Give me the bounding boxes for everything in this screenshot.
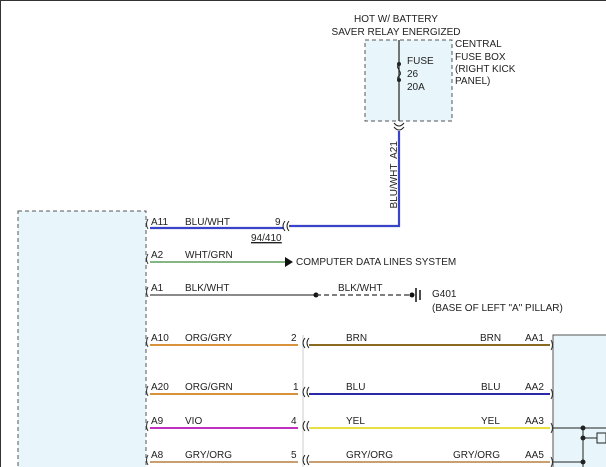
connector-a11-ref: 94/410 — [251, 233, 282, 244]
fuse-box-name-line1: CENTRAL — [455, 39, 502, 50]
wire-a8-right-label-left: GRY/ORG — [346, 450, 393, 461]
pin-a2-label: A2 — [151, 250, 164, 261]
wire-a1-continued-label: BLK/WHT — [338, 283, 382, 294]
fuse-box-group: HOT W/ BATTERY SAVER RELAY ENERGIZED FUS… — [332, 14, 516, 209]
connector-a20-chevron — [302, 386, 310, 398]
pin-a11-label: A11 — [151, 217, 168, 228]
pin-bracket-a1 — [146, 286, 149, 298]
harness-circuits: A10 ORG/GRY 2 BRN BRN AA1 A20 ORG/GRN 1 … — [150, 333, 550, 466]
ground-id: G401 — [432, 289, 457, 300]
pin-a1-label: A1 — [151, 283, 164, 294]
end-pin-aa1: AA1 — [525, 333, 544, 344]
blu-wht-feed-wire — [289, 131, 401, 228]
pin-bracket-a2 — [146, 253, 149, 265]
connector-a8-chevron — [302, 454, 310, 466]
pin-bracket-a10 — [146, 336, 149, 348]
wire-a20-label: ORG/GRN — [185, 382, 233, 393]
fuse-rating: 20A — [407, 82, 425, 93]
arrow-right-icon — [285, 257, 293, 267]
connector-a11-chevron — [282, 220, 290, 232]
connector-a9-chevron — [302, 420, 310, 432]
fuse-symbol — [397, 63, 401, 81]
fuse-output-pin: A21 — [389, 141, 400, 159]
wire-a10-right-label-right: BRN — [480, 333, 501, 344]
ground-icon — [415, 288, 421, 302]
wire-a20-right-label-left: BLU — [346, 382, 365, 393]
end-pin-aa3: AA3 — [525, 416, 544, 427]
pin-bracket-a9 — [146, 420, 149, 432]
pin-bracket-a11 — [146, 218, 149, 230]
wire-a9-right-label-right: YEL — [481, 416, 500, 427]
fuse-box-name-line3: (RIGHT KICK — [455, 64, 516, 75]
pin-a20-label: A20 — [151, 382, 169, 393]
connector-a8-pin: 5 — [291, 450, 297, 461]
wire-a10-right-label-left: BRN — [346, 333, 367, 344]
right-component-pins — [550, 339, 553, 467]
pin-bracket-a20 — [146, 385, 149, 397]
module-pin-brackets — [146, 218, 149, 466]
wire-a9-label: VIO — [185, 416, 202, 427]
end-pin-aa5: AA5 — [525, 450, 544, 461]
wire-a8-label: GRY/ORG — [185, 450, 232, 461]
power-header-line1: HOT W/ BATTERY — [354, 14, 438, 25]
wire-a10-label: ORG/GRY — [185, 333, 232, 344]
connector-a9-pin: 4 — [291, 416, 297, 427]
power-header-line2: SAVER RELAY ENERGIZED — [332, 27, 461, 38]
wire-a9-right-label-left: YEL — [346, 416, 365, 427]
wire-a11-label: BLU/WHT — [185, 217, 230, 228]
pin-a9-label: A9 — [151, 416, 164, 427]
wire-a2-label: WHT/GRN — [185, 250, 233, 261]
connector-a11-pin: 9 — [275, 217, 281, 228]
wire-a1-label: BLK/WHT — [185, 283, 229, 294]
data-lines-destination: COMPUTER DATA LINES SYSTEM — [296, 257, 456, 268]
fuse-number: 26 — [407, 69, 419, 80]
end-pin-aa2: AA2 — [525, 382, 544, 393]
right-component — [552, 334, 606, 467]
pin-bracket-a8 — [146, 454, 149, 466]
wire-a20-right-label-right: BLU — [481, 382, 500, 393]
fuse-output-wire-label: BLU/WHT — [389, 164, 400, 209]
fuse-box-name-line2: FUSE BOX — [455, 52, 506, 63]
pin-a8-label: A8 — [151, 450, 164, 461]
pin-a10-label: A10 — [151, 333, 169, 344]
wire-a8-right-label-right: GRY/ORG — [453, 450, 500, 461]
connector-a10-pin: 2 — [291, 333, 297, 344]
splice-a1-end — [409, 292, 415, 298]
right-component-internal-wiring — [553, 425, 606, 467]
fuse-box-name-line4: PANEL) — [455, 76, 490, 87]
central-fuse-box — [364, 39, 453, 122]
ground-location: (BASE OF LEFT "A" PILLAR) — [432, 303, 563, 314]
fuse-label: FUSE — [407, 56, 434, 67]
connector-a10-chevron — [302, 337, 310, 349]
connector-a20-pin: 1 — [293, 382, 299, 393]
fuse-box-output-connector — [393, 122, 405, 131]
control-module — [17, 210, 147, 467]
